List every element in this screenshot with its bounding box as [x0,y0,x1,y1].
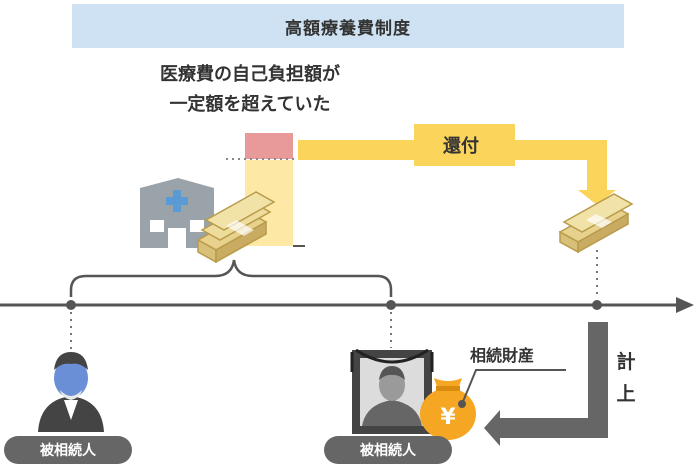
count-label: 計 上 [612,346,640,410]
title-banner: 高額療養費制度 [72,4,624,48]
hospital-icon [140,178,214,248]
timeline-point-inheritance [386,300,396,310]
person-icon [38,352,104,432]
estate-leader-line [461,369,566,405]
estate-arrow [484,322,608,446]
estate-leader-dot [458,400,466,408]
timeline-point-refund [592,300,602,310]
refund-label: 還付 [443,136,479,157]
money-bundle-icon-2 [558,193,634,254]
excess-bar [245,133,293,159]
money-bundle-icon-1 [196,191,276,264]
period-brace [69,259,393,297]
note-line-1: 医療費の自己負担額が [160,64,340,85]
svg-text:¥: ¥ [440,405,456,430]
excess-cost-note: 医療費の自己負担額が 一定額を超えていた [120,60,380,120]
memorial-portrait-icon [350,348,434,434]
note-line-2: 一定額を超えていた [169,94,331,115]
refund-arrow [298,128,616,205]
title-text: 高額療養費制度 [285,18,411,39]
timeline-point-death [66,300,76,310]
count-label-line-1: 計 [616,351,636,373]
person-label-1: 被相続人 [4,436,132,464]
timeline-arrowhead [676,297,694,313]
refund-box [414,124,515,166]
estate-label: 相続財産 [470,346,535,365]
count-label-line-2: 上 [616,383,636,405]
person-label-2: 被相続人 [324,436,452,464]
